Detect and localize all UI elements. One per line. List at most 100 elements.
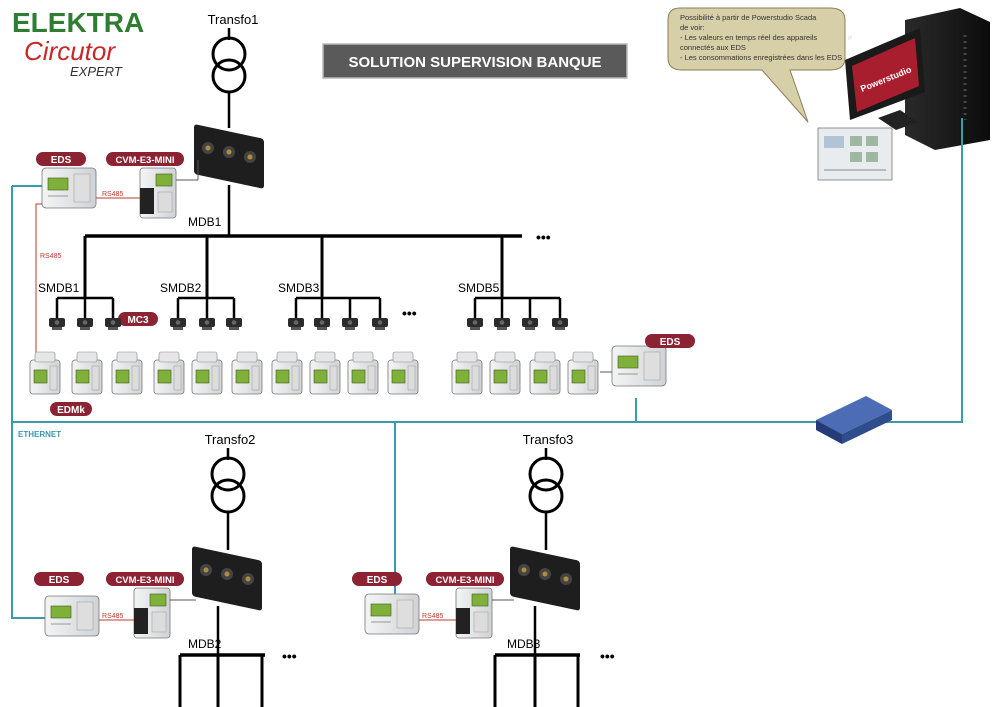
sub-meter-icon	[271, 351, 303, 395]
current-transformer-icon	[288, 318, 304, 330]
logo-subtitle: EXPERT	[70, 64, 123, 79]
svg-text:EDS: EDS	[49, 575, 70, 586]
logo-name: Circutor	[24, 36, 116, 66]
callout-line-5: - Les consommations enregistrées dans le…	[680, 53, 842, 62]
transformer-coil-icon	[210, 478, 246, 514]
svg-text:CVM-E3-MINI: CVM-E3-MINI	[435, 575, 494, 586]
eds-device-icon	[611, 345, 667, 387]
sub-meter-group	[29, 351, 599, 395]
eds-badge: EDS	[352, 572, 402, 586]
title-text: SOLUTION SUPERVISION BANQUE	[348, 54, 601, 71]
ellipsis: •••	[536, 229, 551, 245]
sub-meter-icon	[71, 351, 103, 395]
transformer-3-label: Transfo3	[523, 432, 574, 447]
svg-text:EDMk: EDMk	[57, 405, 85, 416]
cvm-badge: CVM-E3-MINI	[106, 152, 184, 166]
cvm-meter-icon	[133, 587, 171, 639]
cvm-badge: CVM-E3-MINI	[426, 572, 504, 586]
current-transformer-icon	[199, 318, 215, 330]
smdb-busbars	[55, 296, 562, 320]
ethernet-network	[11, 118, 963, 619]
current-transformer-icon	[522, 318, 538, 330]
feeder-lines	[83, 236, 504, 298]
transformer-coil-icon	[211, 36, 247, 72]
eds-device-icon	[364, 593, 420, 635]
main-breaker-icon	[192, 546, 262, 611]
current-transformer-icon	[170, 318, 186, 330]
scada-screenshot-icon	[817, 127, 893, 181]
transformer-coil-icon	[528, 456, 564, 492]
info-callout: Possibilité à partir de Powerstudio Scad…	[667, 7, 846, 123]
eds-badge: EDS	[645, 334, 695, 348]
sub-meter-icon	[529, 351, 561, 395]
company-logo: ELEKTRA Circutor EXPERT	[12, 7, 144, 79]
transformer-2-label: Transfo2	[205, 432, 256, 447]
svg-text:EDS: EDS	[660, 337, 681, 348]
page-title: SOLUTION SUPERVISION BANQUE	[322, 43, 628, 79]
sub-meter-icon	[191, 351, 223, 395]
eds-badge: EDS	[34, 572, 84, 586]
mdb-1-label: MDB1	[188, 215, 222, 229]
transformer-coil-icon	[211, 58, 247, 94]
transformer-coil-icon	[528, 478, 564, 514]
current-transformer-icon	[49, 318, 65, 330]
smdb-2-label: SMDB2	[160, 281, 202, 295]
ethernet-label: ETHERNET	[18, 430, 61, 439]
sub-meter-icon	[387, 351, 419, 395]
sub-meter-icon	[153, 351, 185, 395]
current-transformer-icon	[77, 318, 93, 330]
eds-device-icon	[44, 595, 100, 637]
cvm-badge: CVM-E3-MINI	[106, 572, 184, 586]
callout-line-4: connectés aux EDS	[680, 43, 746, 52]
current-transformer-icon	[105, 318, 121, 330]
callout-line-1: Possibilité à partir de Powerstudio Scad…	[680, 13, 817, 22]
pc-tower-icon	[905, 8, 990, 150]
sub-meter-icon	[111, 351, 143, 395]
rs485-label: RS485	[102, 191, 124, 198]
smdb-3-label: SMDB3	[278, 281, 320, 295]
rs485-label: RS485	[102, 613, 124, 620]
mdb-2-label: MDB2	[188, 637, 222, 651]
rs485-label: RS485	[422, 613, 444, 620]
current-transformer-icon	[342, 318, 358, 330]
svg-text:MC3: MC3	[127, 315, 149, 326]
smdb-1-label: SMDB1	[38, 281, 80, 295]
callout-line-3: - Les valeurs en temps réel des appareil…	[680, 33, 817, 42]
transformer-3: Transfo3	[523, 432, 574, 550]
monitor-icon: Powerstudio	[845, 28, 925, 130]
main-breaker-icon	[194, 124, 264, 189]
sub-meter-icon	[29, 351, 61, 395]
sub-meter-icon	[309, 351, 341, 395]
current-transformer-icon	[314, 318, 330, 330]
sub-meter-icon	[567, 351, 599, 395]
smdb-5-label: SMDB5	[458, 281, 500, 295]
current-transformer-icon	[467, 318, 483, 330]
svg-text:CVM-E3-MINI: CVM-E3-MINI	[115, 575, 174, 586]
cvm-meter-icon	[139, 167, 177, 219]
transformer-1: Transfo1	[208, 12, 259, 128]
mdb-3-label: MDB3	[507, 637, 541, 651]
transformer-1-label: Transfo1	[208, 12, 259, 27]
callout-line-2: de voir:	[680, 23, 705, 32]
svg-text:CVM-E3-MINI: CVM-E3-MINI	[115, 155, 174, 166]
mc3-badge: MC3	[118, 312, 158, 326]
sub-meter-icon	[347, 351, 379, 395]
logo-brand: ELEKTRA	[12, 7, 144, 38]
ellipsis: •••	[282, 648, 297, 664]
sub-meter-icon	[231, 351, 263, 395]
ellipsis: •••	[600, 648, 615, 664]
scada-workstation: Powerstudio	[817, 8, 990, 181]
svg-text:EDS: EDS	[367, 575, 388, 586]
network-switch-icon	[816, 34, 892, 444]
ellipsis: •••	[402, 305, 417, 321]
transformer-coil-icon	[210, 456, 246, 492]
eds-badge: EDS	[36, 152, 86, 166]
svg-text:EDS: EDS	[51, 155, 72, 166]
transformer-2: Transfo2	[205, 432, 256, 550]
edmk-badge: EDMk	[50, 402, 92, 416]
sub-meter-icon	[451, 351, 483, 395]
current-transformer-icon	[372, 318, 388, 330]
rs485-label: RS485	[40, 253, 62, 260]
current-transformer-icon	[226, 318, 242, 330]
